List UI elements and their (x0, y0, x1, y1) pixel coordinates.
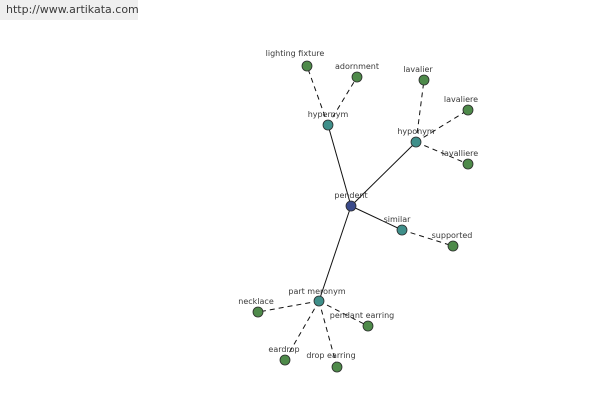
node-supported[interactable] (447, 240, 459, 252)
node-lighting-fixture[interactable] (301, 60, 313, 72)
label-similar: similar (384, 215, 412, 224)
label-lavaliere: lavaliere (444, 95, 478, 104)
node-lavaliere[interactable] (462, 104, 474, 116)
edge-part-meronym-necklace (257, 300, 320, 313)
label-hypernym: hypernym (308, 110, 349, 119)
edge-part-meronym-drop-earring (318, 300, 338, 368)
nodes-layer (252, 60, 474, 373)
node-necklace[interactable] (252, 306, 264, 318)
label-pendant-earring: pendant earring (330, 311, 394, 320)
node-part-meronym[interactable] (313, 295, 325, 307)
edge-pendent-part-meronym (318, 205, 352, 302)
edges-layer (257, 65, 469, 368)
label-lighting-fixture: lighting fixture (266, 49, 325, 58)
label-adornment: adornment (335, 62, 379, 71)
edge-pendent-similar (350, 205, 403, 231)
node-similar[interactable] (396, 224, 408, 236)
edge-hyponym-lavalliere (415, 141, 469, 165)
label-lavalier: lavalier (403, 65, 433, 74)
node-hypernym[interactable] (322, 119, 334, 131)
node-lavalier[interactable] (418, 74, 430, 86)
label-supported: supported (432, 231, 473, 240)
node-hyponym[interactable] (410, 136, 422, 148)
node-pendent[interactable] (345, 200, 357, 212)
edge-hyponym-lavalier (415, 79, 425, 143)
label-hyponym: hyponym (397, 127, 435, 136)
edge-part-meronym-eardrop (284, 300, 320, 361)
label-pendent: pendent (334, 191, 367, 200)
node-lavalliere[interactable] (462, 158, 474, 170)
edge-pendent-hypernym (327, 124, 352, 207)
edge-hypernym-lighting-fixture (306, 65, 329, 126)
label-lavalliere: lavalliere (442, 149, 478, 158)
edge-hyponym-lavaliere (415, 109, 469, 143)
edge-pendent-hyponym (350, 141, 417, 207)
label-drop-earring: drop earring (306, 351, 355, 360)
label-necklace: necklace (238, 297, 274, 306)
node-eardrop[interactable] (279, 354, 291, 366)
labels-layer: pendent hypernym hyponym similar part merony… (238, 49, 478, 360)
url-banner[interactable]: http://www.artikata.com (0, 0, 139, 20)
node-pendant-earring[interactable] (362, 320, 374, 332)
label-part-meronym: part meronym (288, 287, 345, 296)
edge-part-meronym-pendant-earring (318, 300, 369, 327)
node-drop-earring[interactable] (331, 361, 343, 373)
label-eardrop: eardrop (268, 345, 299, 354)
edge-hypernym-adornment (327, 76, 358, 126)
node-adornment[interactable] (351, 71, 363, 83)
